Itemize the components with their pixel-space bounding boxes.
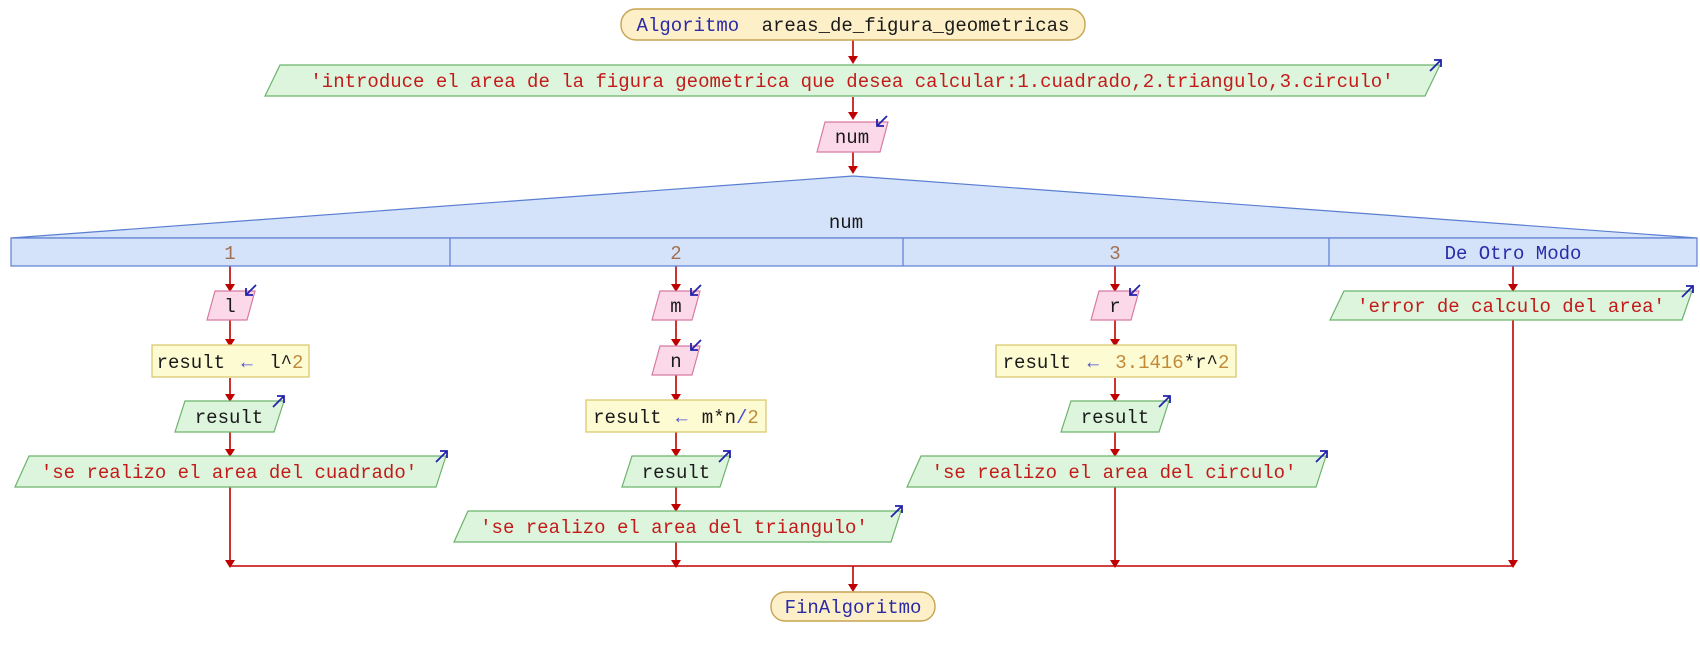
assign-arrow: ← (241, 352, 253, 374)
read-n-label: n (670, 351, 681, 373)
read-l-label: l (224, 296, 235, 318)
output-arrow-icon (1158, 395, 1171, 408)
assign-expr-part: *r^ (1184, 352, 1218, 374)
svg-text:Algoritmo areas_de_figur: Algoritmo areas_de_figura_geometricas (637, 15, 1070, 37)
assign-arrow: ← (1087, 352, 1099, 374)
input-arrow-icon (690, 339, 702, 351)
read-r-label: r (1109, 296, 1120, 318)
assign-expr-part: 2 (292, 352, 303, 374)
start-keyword: Algoritmo (637, 15, 740, 37)
case-1-assign: result ← l^2 (151, 344, 310, 378)
case-3-message: 'se realizo el area del circulo' (932, 462, 1297, 484)
case-2-assign: result ← m*n/2 (585, 399, 767, 433)
start-terminal: Algoritmo areas_de_figura_geometricas (620, 8, 1086, 41)
assign-expr-part: 3.1416 (1115, 352, 1183, 374)
case-1-write-msg: 'se realizo el area del cuadrado' (14, 450, 448, 488)
write-result-label: result (195, 407, 263, 429)
algorithm-name: areas_de_figura_geometricas (762, 15, 1070, 37)
case-3-read-r: r (1090, 284, 1141, 321)
output-arrow-icon (1315, 450, 1328, 463)
assign-expr-part: 2 (747, 407, 758, 429)
write-result-label: result (1081, 407, 1149, 429)
assign-expr-part: 2 (1218, 352, 1229, 374)
input-arrow-icon (1129, 284, 1141, 296)
case-label-2: 2 (670, 243, 681, 265)
output-arrow-icon (890, 505, 903, 518)
case-1-read-l: l (206, 284, 257, 321)
case-2-message: 'se realizo el area del triangulo' (480, 517, 868, 539)
read-m-label: m (670, 296, 681, 318)
prompt-output: 'introduce el area de la figura geometri… (264, 59, 1442, 97)
end-terminal: FinAlgoritmo (770, 591, 936, 622)
output-arrow-icon (1681, 285, 1694, 298)
case-3-assign: result ← 3.1416*r^2 (995, 344, 1237, 378)
switch-block: num 1 2 3 De Otro Modo (10, 175, 1698, 267)
switch-variable: num (829, 212, 863, 234)
assign-expr-part: m*n (702, 407, 736, 429)
input-arrow-icon (876, 115, 888, 127)
case-label-1: 1 (224, 243, 235, 265)
case-3-write-msg: 'se realizo el area del circulo' (906, 450, 1328, 488)
read-num-input: num (816, 115, 889, 153)
default-write-msg: 'error de calculo del area' (1329, 285, 1694, 321)
read-num-label: num (835, 127, 869, 149)
assign-expr-part: l^ (269, 352, 292, 374)
assign-arrow: ← (676, 407, 688, 429)
input-arrow-icon (690, 284, 702, 296)
output-arrow-icon (272, 395, 285, 408)
case-3-write-result: result (1060, 395, 1171, 433)
end-keyword: FinAlgoritmo (785, 597, 922, 619)
case-1-message: 'se realizo el area del cuadrado' (41, 462, 417, 484)
assign-expr-part: / (736, 407, 747, 429)
svg-text:result ← m*n/2: result ← m*n/2 (593, 407, 759, 429)
prompt-text: 'introduce el area de la figura geometri… (310, 71, 1393, 93)
output-arrow-icon (718, 450, 731, 463)
assign-target: result (593, 407, 661, 429)
assign-target: result (157, 352, 225, 374)
input-arrow-icon (245, 284, 257, 296)
case-label-3: 3 (1109, 243, 1120, 265)
flow-lines (225, 40, 1518, 592)
default-message: 'error de calculo del area' (1357, 296, 1665, 318)
svg-text:result ← 3.1416*r^: result ← 3.1416*r^2 (1003, 352, 1230, 374)
case-2-read-n: n (651, 339, 702, 376)
write-result-label: result (642, 462, 710, 484)
case-2-write-result: result (621, 450, 731, 488)
case-label-default: De Otro Modo (1445, 243, 1582, 265)
case-2-write-msg: 'se realizo el area del triangulo' (453, 505, 903, 543)
output-arrow-icon (435, 450, 448, 463)
case-1-write-result: result (174, 395, 285, 433)
output-arrow-icon (1429, 59, 1442, 72)
svg-text:result ← l^2: result ← l^2 (157, 352, 304, 374)
case-2-read-m: m (651, 284, 702, 321)
assign-target: result (1003, 352, 1071, 374)
